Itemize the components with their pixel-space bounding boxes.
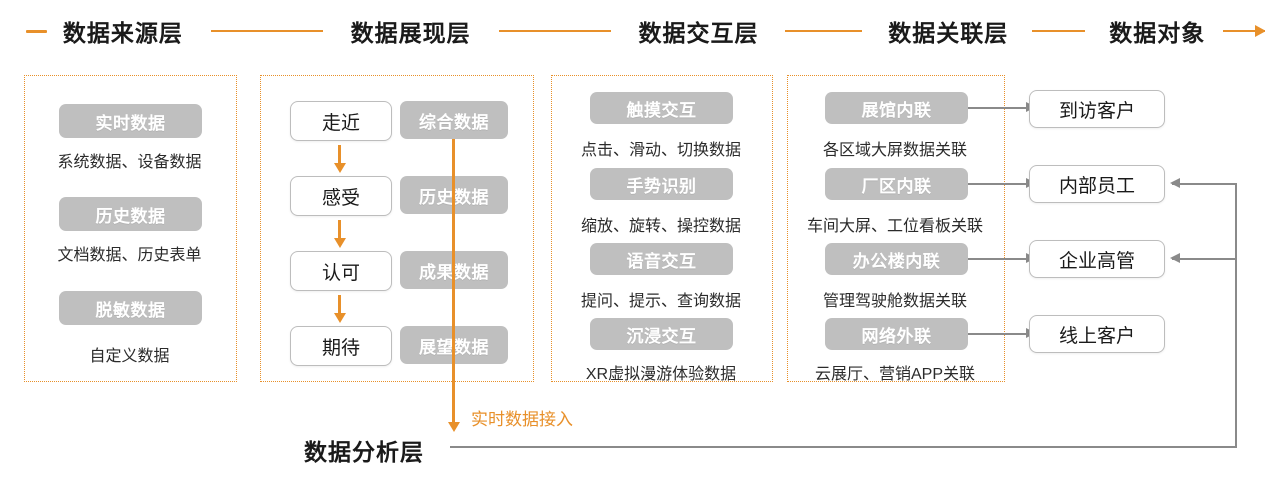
dash-icon [26,29,47,33]
caption-interaction-3: 提问、提示、查询数据 [580,293,741,310]
caption-source-1: 系统数据、设备数据 [57,154,202,171]
arrow-right-icon [1223,25,1265,37]
feedback-vertical-line [1235,183,1237,448]
analysis-layer-title: 数据分析层 [304,439,424,465]
header-title-4: 数据关联层 [888,20,1009,46]
stage-box-3[interactable]: 认可 [290,251,392,291]
stage-arrow-3 [333,295,346,323]
panel-source-layer [24,75,237,382]
header-title-1: 数据来源层 [62,20,183,46]
stage-box-4[interactable]: 期待 [290,326,392,366]
object-box-1[interactable]: 到访客户 [1029,90,1165,128]
pill-presentation-1[interactable]: 综合数据 [400,101,508,139]
realtime-feed-label: 实时数据接入 [471,410,573,429]
header-connector-4 [1032,30,1086,32]
relation-arrow-2 [968,178,1036,188]
caption-relation-3: 管理驾驶舱数据关联 [822,293,967,310]
data-spine-line [452,139,455,398]
pill-source-1[interactable]: 实时数据 [59,104,202,138]
pill-interaction-4[interactable]: 沉浸交互 [590,318,733,350]
feedback-arrow-executives [1170,253,1237,263]
feedback-arrow-employees [1170,178,1237,188]
object-box-2[interactable]: 内部员工 [1029,165,1165,203]
header-connector-1 [210,30,323,32]
realtime-feed-arrow [447,398,460,432]
relation-arrow-4 [968,328,1036,338]
stage-arrow-2 [333,220,346,248]
panel-interaction-layer [551,75,773,382]
caption-interaction-2: 缩放、旋转、操控数据 [580,218,741,235]
caption-source-3: 自定义数据 [89,348,170,365]
caption-interaction-1: 点击、滑动、切换数据 [580,142,741,159]
analysis-feedback-line [450,446,1237,448]
object-box-4[interactable]: 线上客户 [1029,315,1165,353]
stage-box-1[interactable]: 走近 [290,101,392,141]
stage-arrow-1 [333,145,346,173]
header-title-5: 数据对象 [1109,20,1206,46]
header-connector-2 [498,30,611,32]
pill-source-3[interactable]: 脱敏数据 [59,291,202,325]
header-connector-3 [784,30,863,32]
panel-presentation-layer [260,75,534,382]
pill-relation-1[interactable]: 展馆内联 [825,92,968,124]
caption-relation-2: 车间大屏、工位看板关联 [806,218,983,235]
header-title-2: 数据展现层 [350,20,471,46]
pill-interaction-2[interactable]: 手势识别 [590,168,733,200]
header-title-3: 数据交互层 [638,20,759,46]
pill-relation-2[interactable]: 厂区内联 [825,168,968,200]
object-box-3[interactable]: 企业高管 [1029,240,1165,278]
caption-interaction-4: XR虚拟漫游体验数据 [585,366,737,383]
caption-relation-1: 各区域大屏数据关联 [822,142,967,159]
pill-relation-4[interactable]: 网络外联 [825,318,968,350]
header-bar: 数据来源层 数据展现层 数据交互层 数据关联层 数据对象 [0,14,1265,48]
pill-relation-3[interactable]: 办公楼内联 [825,243,968,275]
pill-interaction-1[interactable]: 触摸交互 [590,92,733,124]
pill-interaction-3[interactable]: 语音交互 [590,243,733,275]
pill-source-2[interactable]: 历史数据 [59,197,202,231]
caption-relation-4: 云展厅、营销APP关联 [814,366,976,383]
relation-arrow-1 [968,102,1036,112]
caption-source-2: 文档数据、历史表单 [57,247,202,264]
relation-arrow-3 [968,253,1036,263]
stage-box-2[interactable]: 感受 [290,176,392,216]
panel-relation-layer [787,75,1005,382]
